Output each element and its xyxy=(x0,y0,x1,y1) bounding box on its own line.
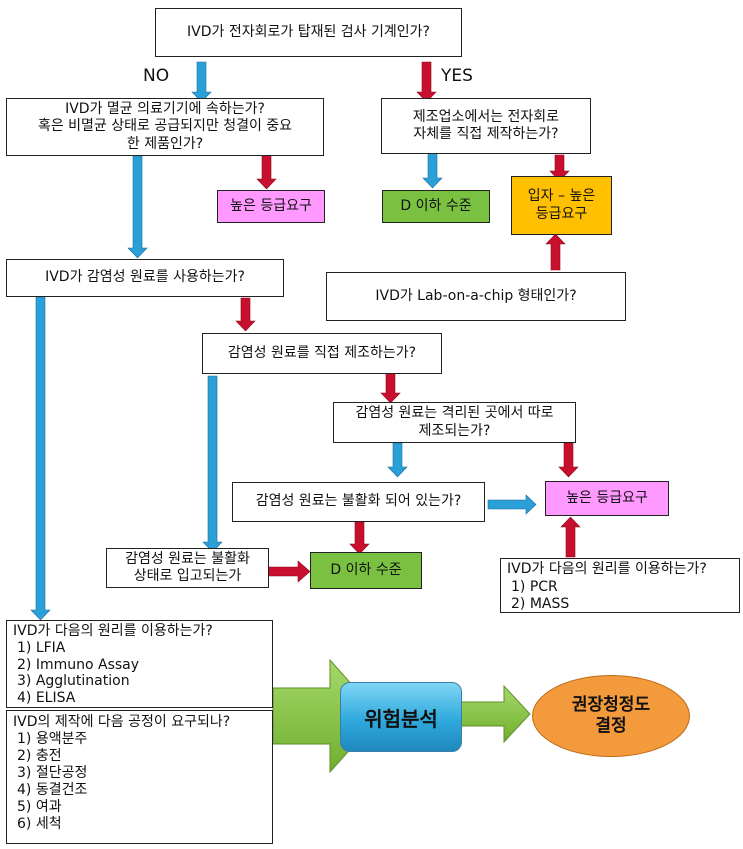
high-grade-text-1: 높은 등급요구 xyxy=(230,197,312,214)
result-line-1: 권장청정도 xyxy=(571,694,651,715)
pcr-up-arrow xyxy=(560,516,581,558)
process-item: 5) 여과 xyxy=(17,799,62,816)
process-item: 3) 절단공정 xyxy=(17,765,88,782)
q-lab-on-chip-text: IVD가 Lab-on-a-chip 형태인가? xyxy=(375,287,577,304)
storage-yes-arrow xyxy=(267,560,311,583)
principle-pcr-item: 2) MASS xyxy=(511,596,570,612)
isolated-yes-arrow xyxy=(558,442,579,478)
result-oval: 권장청정도 결정 xyxy=(532,675,690,757)
infectious-no-arrow xyxy=(30,296,51,621)
isolated-no-arrow xyxy=(387,442,408,478)
principle-lfia-item: 4) ELISA xyxy=(17,690,76,707)
d-level-box-b: D 이하 수준 xyxy=(310,552,422,589)
yes-arrow xyxy=(416,61,437,103)
high-grade-box-2: 높은 등급요구 xyxy=(545,481,669,516)
no-arrow xyxy=(191,61,212,103)
q-sterile-line-2: 혹은 비멸균 상태로 공급되지만 청결이 중요 xyxy=(37,118,293,135)
q-electronic-device-text: IVD가 전자회로가 탑재된 검사 기계인가? xyxy=(187,23,430,40)
inactivated-no-arrow xyxy=(349,521,370,555)
principle-lfia-box: IVD가 다음의 원리를 이용하는가? 1) LFIA 2) Immuno As… xyxy=(6,620,273,708)
q-electronic-device: IVD가 전자회로가 탑재된 검사 기계인가? xyxy=(155,8,462,57)
process-item: 2) 충전 xyxy=(17,748,62,765)
process-box: IVD의 제작에 다음 공정이 요구되나? 1) 용액분주 2) 충전 3) 절… xyxy=(6,710,273,844)
q-storage-line-2: 상태로 입고되는가 xyxy=(133,568,242,584)
lab-chip-up-arrow xyxy=(545,233,566,271)
principle-pcr-box: IVD가 다음의 원리를 이용하는가? 1) PCR 2) MASS xyxy=(500,558,740,613)
q-lab-on-chip: IVD가 Lab-on-a-chip 형태인가? xyxy=(326,272,626,321)
q-sterile-line-3: 한 제품인가? xyxy=(126,135,204,152)
process-item: 4) 동결건조 xyxy=(17,782,88,799)
sterile-no-arrow xyxy=(127,155,148,259)
high-grade-box-1: 높은 등급요구 xyxy=(217,190,325,223)
direct-mfg-no-arrow xyxy=(202,375,223,553)
q-isolated-line-1: 감염성 원료는 격리된 곳에서 따로 xyxy=(355,405,554,421)
q-isolated-line-2: 제조되는가? xyxy=(418,422,491,439)
q-inactivated-text: 감염성 원료는 불활화 되어 있는가? xyxy=(255,493,462,510)
infectious-yes-arrow xyxy=(235,297,256,332)
q-direct-manufacture: 감염성 원료를 직접 제조하는가? xyxy=(202,333,442,374)
principle-lfia-item: 1) LFIA xyxy=(17,639,66,656)
process-item: 1) 용액분주 xyxy=(17,731,88,748)
sterile-yes-arrow xyxy=(256,154,277,190)
risk-analysis-box: 위험분석 xyxy=(340,682,462,752)
q-inactivated: 감염성 원료는 불활화 되어 있는가? xyxy=(232,482,485,522)
q-sterile-line-1: IVD가 멸균 의료기기에 속하는가? xyxy=(65,100,265,117)
to-result-arrow xyxy=(459,684,531,744)
principle-lfia-item: 2) Immuno Assay xyxy=(17,656,140,673)
q-self-manufacture: 제조업소에서는 전자회로 자체를 직접 제작하는가? xyxy=(381,98,591,154)
principle-pcr-item: 1) PCR xyxy=(511,578,558,595)
no-label: NO xyxy=(143,66,170,86)
entry-high-line-1: 입자 – 높은 xyxy=(527,188,596,204)
principle-lfia-item: 3) Agglutination xyxy=(17,673,130,690)
entry-high-line-2: 등급요구 xyxy=(535,205,588,222)
d-level-box-a: D 이하 수준 xyxy=(382,190,490,223)
principle-lfia-title: IVD가 다음의 원리를 이용하는가? xyxy=(13,623,213,639)
q-infectious-text: IVD가 감염성 원료를 사용하는가? xyxy=(45,269,245,286)
q-self-mfg-line-1: 제조업소에서는 전자회로 xyxy=(412,108,560,125)
inactivated-yes-arrow xyxy=(487,494,537,515)
high-grade-text-2: 높은 등급요구 xyxy=(566,489,648,506)
d-level-text-a: D 이하 수준 xyxy=(400,197,472,214)
process-title: IVD의 제작에 다음 공정이 요구되나? xyxy=(13,714,231,730)
risk-analysis-text: 위험분석 xyxy=(364,706,438,731)
process-item: 6) 세척 xyxy=(17,816,62,833)
entry-high-grade-box: 입자 – 높은 등급요구 xyxy=(511,176,612,235)
q-infectious-material: IVD가 감염성 원료를 사용하는가? xyxy=(6,259,284,297)
q-direct-mfg-text: 감염성 원료를 직접 제조하는가? xyxy=(227,344,417,361)
q-self-mfg-line-2: 자체를 직접 제작하는가? xyxy=(413,126,559,142)
result-line-2: 결정 xyxy=(595,716,627,736)
yes-label: YES xyxy=(441,66,473,86)
q-isolated-facility: 감염성 원료는 격리된 곳에서 따로 제조되는가? xyxy=(333,402,576,443)
q-storage-line-1: 감염성 원료는 불활화 xyxy=(125,550,250,567)
principle-pcr-title: IVD가 다음의 원리를 이용하는가? xyxy=(507,561,707,577)
q-inactivated-storage: 감염성 원료는 불활화 상태로 입고되는가 xyxy=(106,548,269,588)
q-sterile-device: IVD가 멸균 의료기기에 속하는가? 혹은 비멸균 상태로 공급되지만 청결이… xyxy=(6,98,324,156)
direct-yes-arrow xyxy=(380,370,401,404)
d-level-text-b: D 이하 수준 xyxy=(330,561,402,578)
d-level-a-arrow xyxy=(422,151,443,189)
